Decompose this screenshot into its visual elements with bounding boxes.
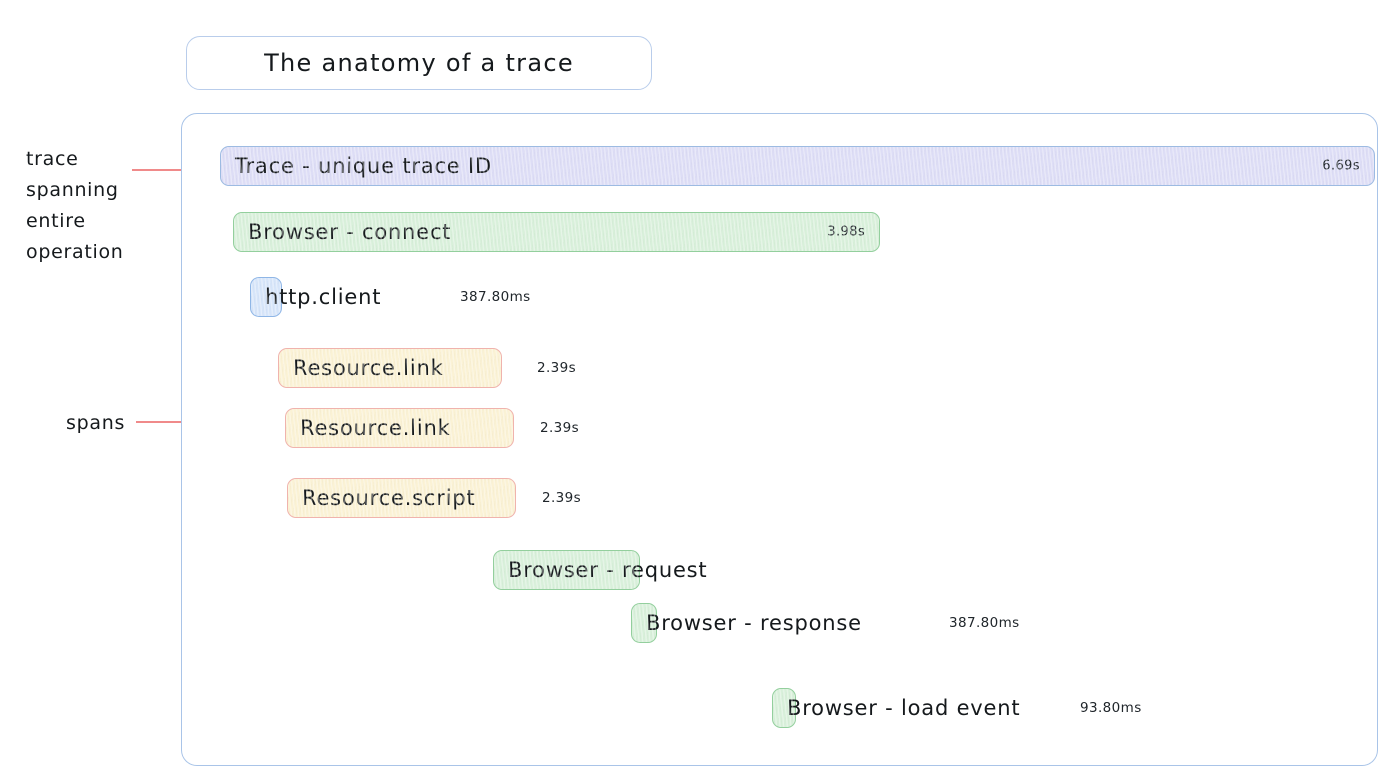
trace-annotation-leader-line xyxy=(132,169,202,171)
span-bar[interactable]: Browser - response xyxy=(631,603,861,643)
span-label: http.client xyxy=(265,285,382,309)
span-duration: 2.39s xyxy=(540,420,580,436)
span-bar[interactable]: Browser - load event xyxy=(772,688,1020,728)
span-bar[interactable]: Trace - unique trace ID 6.69s xyxy=(220,146,1375,186)
span-label: Browser - connect xyxy=(248,220,452,244)
span-label: Trace - unique trace ID xyxy=(235,154,492,178)
span-bar[interactable]: Browser - connect 3.98s xyxy=(233,212,880,252)
span-label: Browser - load event xyxy=(787,696,1021,720)
span-bar[interactable]: http.client xyxy=(250,277,380,317)
span-duration: 2.39s xyxy=(537,360,577,376)
span-label: Resource.link xyxy=(300,416,451,440)
trace-annotation-label: trace spanning entire operation xyxy=(26,148,124,263)
span-duration: 2.39s xyxy=(542,490,582,506)
span-duration: 93.80ms xyxy=(1080,700,1142,716)
page-title: The anatomy of a trace xyxy=(264,49,574,77)
spans-annotation-leader-line xyxy=(136,421,212,423)
span-bar[interactable]: Browser - request xyxy=(493,550,707,590)
spans-annotation-label: spans xyxy=(66,412,126,434)
span-bar[interactable]: Resource.link xyxy=(278,348,502,388)
span-label: Browser - response xyxy=(646,611,862,635)
span-bar[interactable]: Resource.link xyxy=(285,408,514,448)
span-label: Resource.link xyxy=(293,356,444,380)
span-label: Resource.script xyxy=(302,486,476,510)
span-duration: 6.69s xyxy=(1322,158,1360,174)
span-duration: 3.98s xyxy=(827,224,865,240)
title-card: The anatomy of a trace xyxy=(186,36,652,90)
span-duration: 387.80ms xyxy=(460,289,531,305)
span-duration: 387.80ms xyxy=(949,615,1020,631)
span-label: Browser - request xyxy=(508,558,708,582)
span-bar[interactable]: Resource.script xyxy=(287,478,516,518)
